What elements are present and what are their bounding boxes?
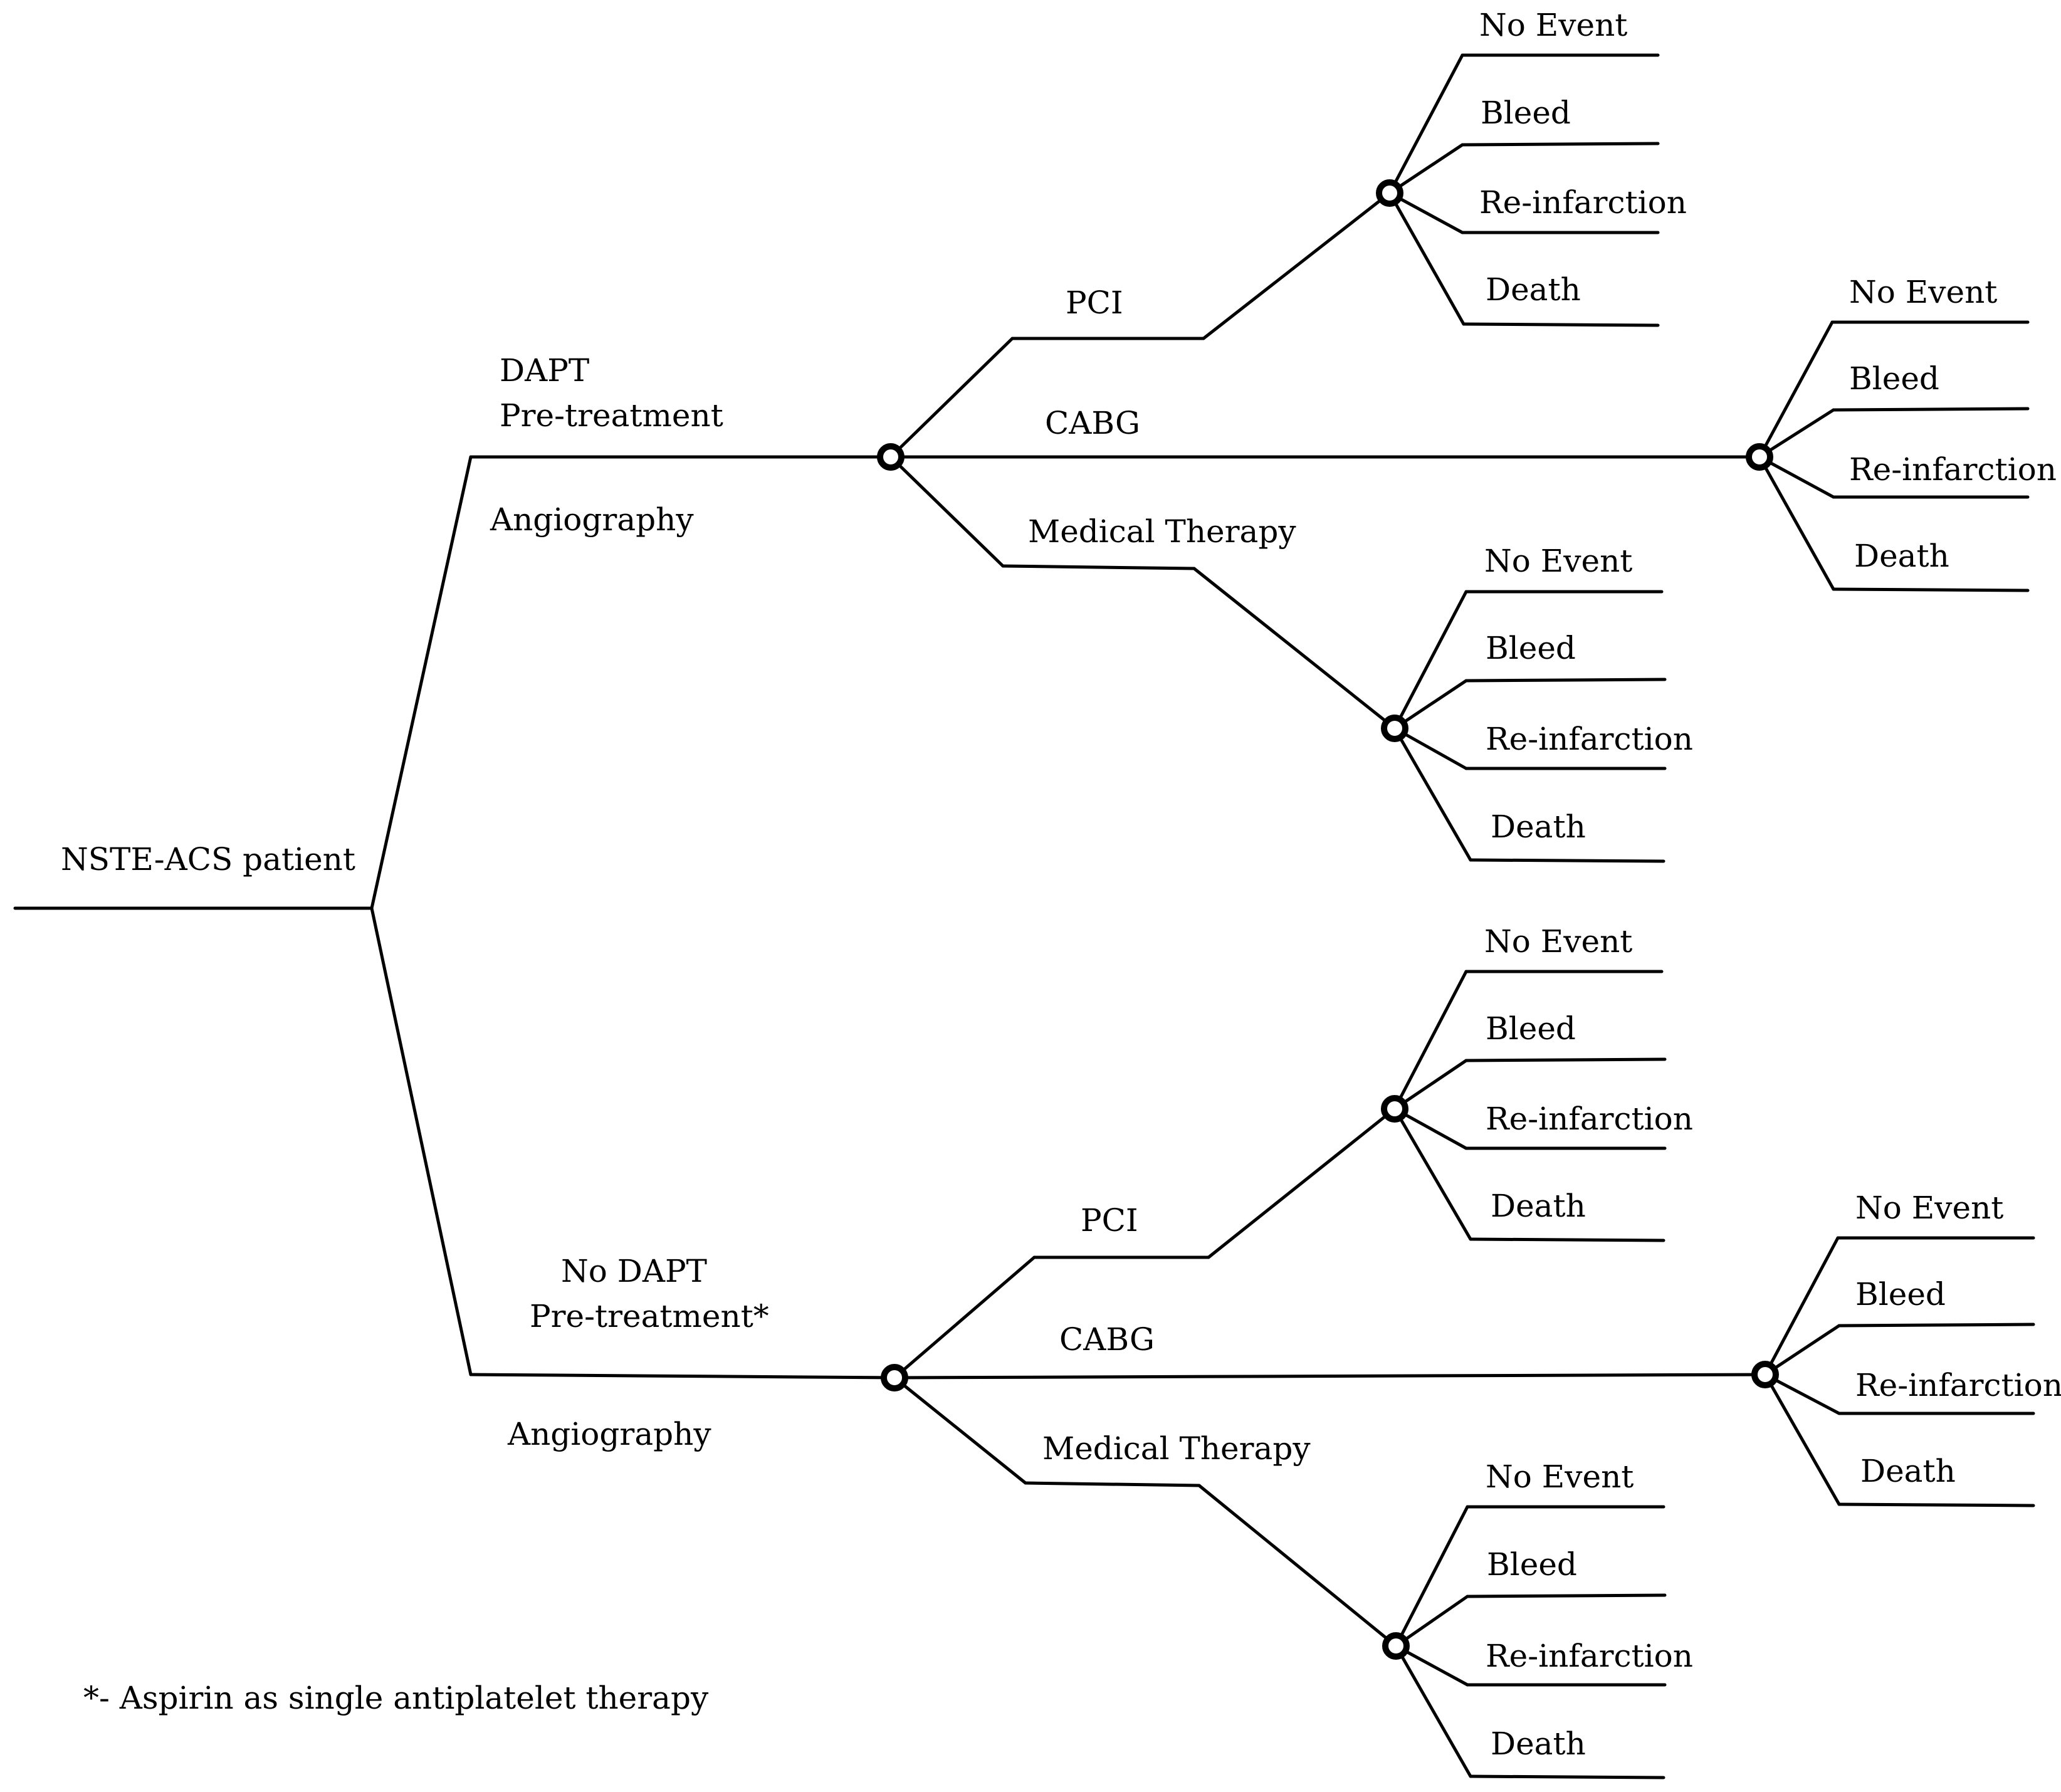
outcome-line	[1763, 1324, 1841, 1376]
outcome-label: Death	[1491, 809, 1586, 845]
outcome-line	[1393, 726, 1472, 862]
outcome-line	[1461, 142, 1660, 147]
outcome-label: Bleed	[1486, 1010, 1576, 1047]
outcome-label: Bleed	[1855, 1276, 1946, 1313]
outcome-line	[1388, 191, 1464, 234]
outcome-label: Re-infarction	[1855, 1367, 2061, 1403]
arm1-label-line2: Pre-treatment	[500, 397, 723, 434]
outcome-line	[1763, 1236, 1840, 1376]
outcome-line	[1469, 1237, 1665, 1242]
outcome-label: No Event	[1486, 1459, 1634, 1495]
arm1-pci-label: PCI	[1066, 285, 1123, 321]
outcome-line	[1837, 1323, 2035, 1328]
arm1-angiography-label: Angiography	[490, 501, 694, 538]
outcome-label: Death	[1854, 538, 1949, 574]
outcome-line	[1393, 679, 1468, 730]
chance-node-icon	[881, 1364, 908, 1391]
chance-node-icon	[1751, 1361, 1779, 1388]
outcome-line	[1464, 678, 1667, 683]
outcome-label: Death	[1860, 1453, 1956, 1489]
outcome-label: Death	[1491, 1726, 1586, 1762]
outcome-label: Re-infarction	[1486, 1638, 1693, 1674]
arm1-cabg-label: CABG	[1045, 405, 1140, 441]
chance-node-icon	[1376, 179, 1403, 207]
outcome-line	[1466, 1593, 1667, 1598]
outcome-line	[1758, 455, 1835, 499]
outcome-label: No Event	[1849, 274, 1997, 310]
arm2-med-label: Medical Therapy	[1042, 1430, 1311, 1467]
arm2-label-line2: Pre-treatment*	[530, 1298, 769, 1334]
outcome-line	[1393, 1059, 1468, 1111]
arm1-pci-to-node	[1202, 191, 1392, 340]
outcome-label: Re-infarction	[1849, 451, 2057, 488]
chance-node-icon	[877, 443, 905, 471]
arm2-angiography-label: Angiography	[507, 1416, 711, 1452]
outcome-label: Death	[1486, 271, 1581, 308]
outcome-label: Re-infarction	[1479, 184, 1687, 221]
arm1-med-label: Medical Therapy	[1028, 513, 1296, 550]
arm1-med-diag	[889, 455, 1005, 568]
root-to-arm-top	[370, 455, 473, 910]
outcome-label: Re-infarction	[1486, 1101, 1693, 1137]
outcome-line	[1758, 455, 1835, 591]
outcome-line	[1469, 1774, 1665, 1779]
chance-node-icon	[1381, 715, 1408, 742]
outcome-label: Bleed	[1849, 360, 1939, 397]
outcome-line	[1763, 1373, 1841, 1506]
outcome-line	[1388, 143, 1464, 195]
arm2-pci-label: PCI	[1081, 1202, 1138, 1239]
footnote: *- Aspirin as single antiplatelet therap…	[83, 1680, 709, 1716]
root-to-arm-bottom	[370, 906, 473, 1376]
outcome-line	[1388, 191, 1466, 326]
outcome-label: No Event	[1855, 1190, 2003, 1226]
arm1-med-to-node	[1192, 567, 1397, 730]
arm2-cabg-label: CABG	[1059, 1321, 1155, 1358]
outcome-label: Death	[1491, 1188, 1586, 1224]
outcome-label: No Event	[1484, 543, 1632, 579]
chance-node-icon	[1382, 1632, 1410, 1660]
outcome-line	[1388, 53, 1464, 195]
root-label: NSTE-ACS patient	[61, 841, 355, 878]
outcome-line	[1763, 1373, 1841, 1415]
outcome-line	[1393, 1107, 1472, 1241]
outcome-line	[1393, 590, 1468, 730]
outcome-label: Bleed	[1487, 1546, 1577, 1583]
outcome-line	[1393, 970, 1468, 1111]
outcome-label: Bleed	[1486, 630, 1576, 666]
outcome-line	[1832, 407, 2030, 412]
arm2-pci-to-node	[1207, 1107, 1397, 1259]
arm1-med-line	[1001, 564, 1196, 570]
outcome-line	[1394, 1595, 1469, 1648]
outcome-line	[1758, 408, 1835, 459]
outcome-line	[1394, 1505, 1469, 1648]
arm1-label-line1: DAPT	[500, 352, 589, 389]
chance-node-icon	[1746, 443, 1773, 471]
arm2-med-diag	[893, 1376, 1027, 1485]
chance-node-icon	[1381, 1095, 1408, 1123]
arm2-line	[469, 1373, 896, 1380]
outcome-line	[1469, 858, 1665, 863]
outcome-line	[1394, 1644, 1472, 1778]
outcome-label: No Event	[1479, 7, 1627, 43]
outcome-line	[1464, 1057, 1667, 1062]
outcome-label: Bleed	[1481, 95, 1571, 131]
arm2-cabg-line	[893, 1373, 1767, 1380]
arm1-pci-diag	[889, 337, 1014, 459]
outcome-line	[1837, 1502, 2035, 1507]
outcome-line	[1832, 587, 2030, 592]
arm2-med-to-node	[1197, 1484, 1398, 1648]
outcome-label: Re-infarction	[1486, 721, 1693, 757]
arm2-med-line	[1024, 1481, 1201, 1487]
arm2-pci-diag	[893, 1255, 1036, 1380]
outcome-line	[1462, 322, 1660, 327]
outcome-line	[1758, 320, 1834, 459]
outcome-label: No Event	[1484, 923, 1632, 960]
arm2-label-line1: No DAPT	[561, 1253, 707, 1289]
